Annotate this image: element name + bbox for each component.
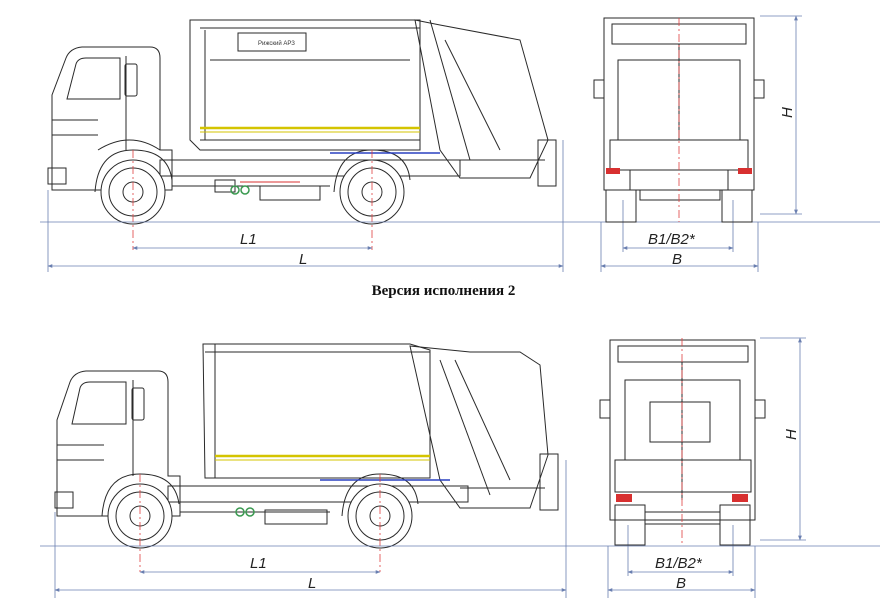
tailgate xyxy=(414,19,549,179)
tailgate-2 xyxy=(409,345,549,509)
cab-window xyxy=(66,57,121,100)
version-caption: Версия исполнения 2 xyxy=(371,283,516,299)
dimensions-top xyxy=(40,15,880,272)
compactor-body-2 xyxy=(202,343,431,479)
front-wheel-2 xyxy=(101,473,180,549)
body-brand-plate: Рижский АРЗ xyxy=(258,40,295,47)
cab-outline xyxy=(51,46,173,191)
rear-wheel-2 xyxy=(341,473,419,549)
truck-side-view-top xyxy=(47,19,557,225)
dim-label-L1-top: L1 xyxy=(240,231,257,248)
truck-rear-view-bottom xyxy=(599,339,766,546)
dim-label-H-top: H xyxy=(779,107,796,118)
chassis-frame xyxy=(159,159,461,177)
truck-side-view-bottom xyxy=(54,343,559,549)
cab-outline-2 xyxy=(56,370,181,517)
dim-label-L1-bottom: L1 xyxy=(250,555,267,572)
dim-label-B1B2-bottom: B1/B2* xyxy=(655,555,703,572)
dim-label-B-bottom: B xyxy=(676,575,686,592)
dimensions-bottom xyxy=(40,337,880,598)
dim-label-L-bottom: L xyxy=(308,575,316,592)
dim-label-B1B2-top: B1/B2* xyxy=(648,231,696,248)
dim-label-L-top: L xyxy=(299,251,307,268)
dim-label-H-bottom: H xyxy=(783,429,800,440)
front-lamp xyxy=(47,167,67,185)
dim-label-B-top: B xyxy=(672,251,682,268)
compactor-body xyxy=(189,19,421,151)
